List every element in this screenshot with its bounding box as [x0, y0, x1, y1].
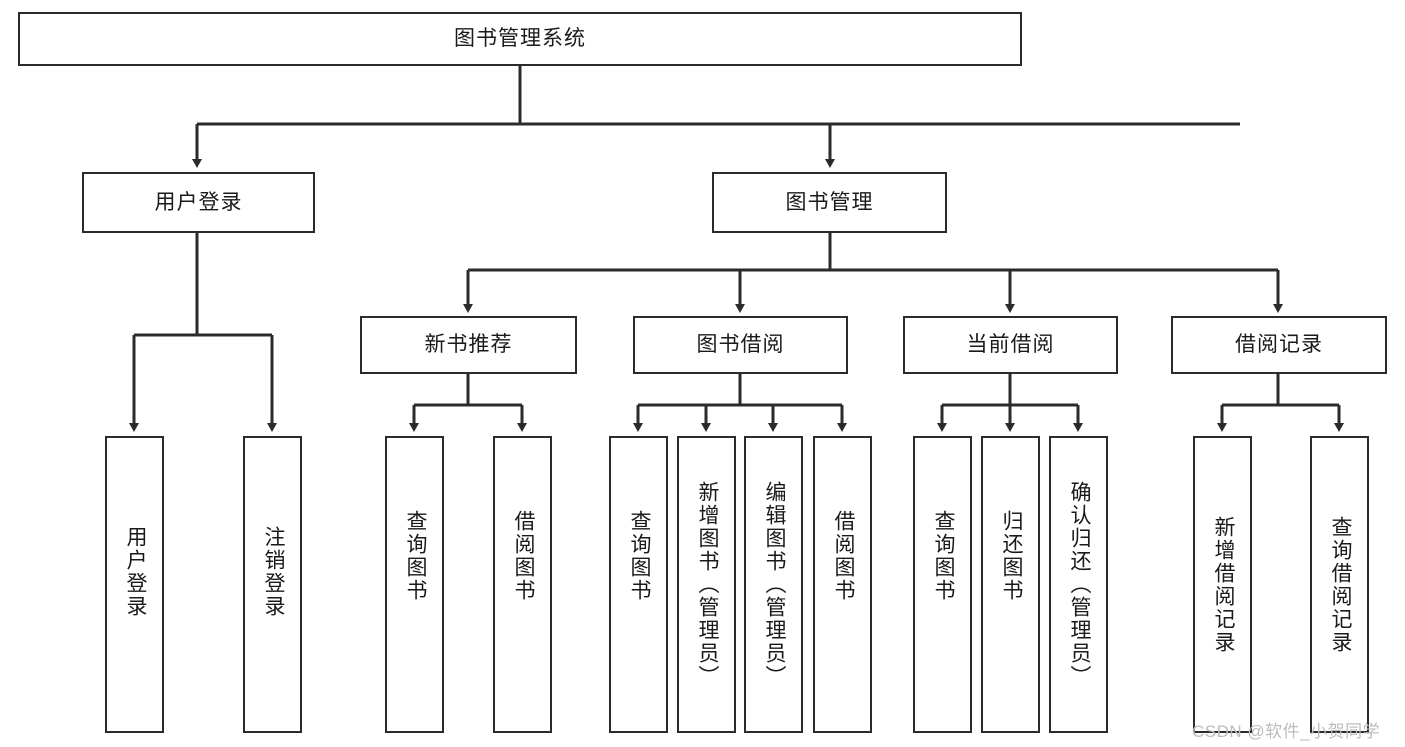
node-root-system[interactable]: 图书管理系统 — [18, 12, 1022, 66]
leaf-borrow-query-book[interactable]: 查询图书 — [609, 436, 668, 733]
csdn-watermark: CSDN @软件_小贺同学 — [1192, 722, 1381, 741]
leaf-current-return-book[interactable]: 归还图书 — [981, 436, 1040, 733]
node-label: 图书管理系统 — [454, 27, 586, 51]
node-user-login[interactable]: 用户登录 — [82, 172, 315, 233]
node-label: 查询借阅记录 — [1328, 515, 1352, 654]
node-label: 查询图书 — [931, 510, 955, 602]
leaf-borrow-add-book-admin[interactable]: 新增图书（管理员） — [677, 436, 736, 733]
node-label: 编辑图书（管理员） — [762, 481, 786, 688]
leaf-current-query-book[interactable]: 查询图书 — [913, 436, 972, 733]
leaf-recommend-borrow-book[interactable]: 借阅图书 — [493, 436, 552, 733]
node-label: 借阅图书 — [511, 510, 535, 602]
node-label: 借阅记录 — [1235, 333, 1323, 357]
node-book-management[interactable]: 图书管理 — [712, 172, 947, 233]
node-label: 图书借阅 — [696, 333, 785, 357]
leaf-record-query-record[interactable]: 查询借阅记录 — [1310, 436, 1369, 733]
leaf-borrow-borrow-book[interactable]: 借阅图书 — [813, 436, 872, 733]
node-label: 图书管理 — [785, 190, 874, 214]
leaf-user-login-do[interactable]: 用户登录 — [105, 436, 164, 733]
node-new-book-recommend[interactable]: 新书推荐 — [360, 316, 577, 374]
node-label: 新书推荐 — [424, 333, 513, 357]
node-label: 查询图书 — [403, 510, 427, 602]
node-label: 新增图书（管理员） — [695, 481, 719, 688]
node-book-borrow[interactable]: 图书借阅 — [633, 316, 848, 374]
node-label: 确认归还（管理员） — [1067, 481, 1091, 688]
node-label: 归还图书 — [999, 510, 1023, 602]
node-label: 当前借阅 — [966, 333, 1055, 357]
node-borrow-record[interactable]: 借阅记录 — [1171, 316, 1387, 374]
node-label: 注销登录 — [261, 526, 285, 618]
leaf-current-confirm-return-admin[interactable]: 确认归还（管理员） — [1049, 436, 1108, 733]
leaf-record-add-record[interactable]: 新增借阅记录 — [1193, 436, 1252, 733]
node-label: 用户登录 — [154, 190, 243, 214]
node-label: 新增借阅记录 — [1211, 515, 1235, 654]
node-label: 用户登录 — [123, 526, 147, 618]
node-label: 查询图书 — [627, 510, 651, 602]
leaf-user-logout[interactable]: 注销登录 — [243, 436, 302, 733]
leaf-recommend-query-book[interactable]: 查询图书 — [385, 436, 444, 733]
node-current-borrow[interactable]: 当前借阅 — [903, 316, 1118, 374]
node-label: 借阅图书 — [831, 510, 855, 602]
leaf-borrow-edit-book-admin[interactable]: 编辑图书（管理员） — [744, 436, 803, 733]
